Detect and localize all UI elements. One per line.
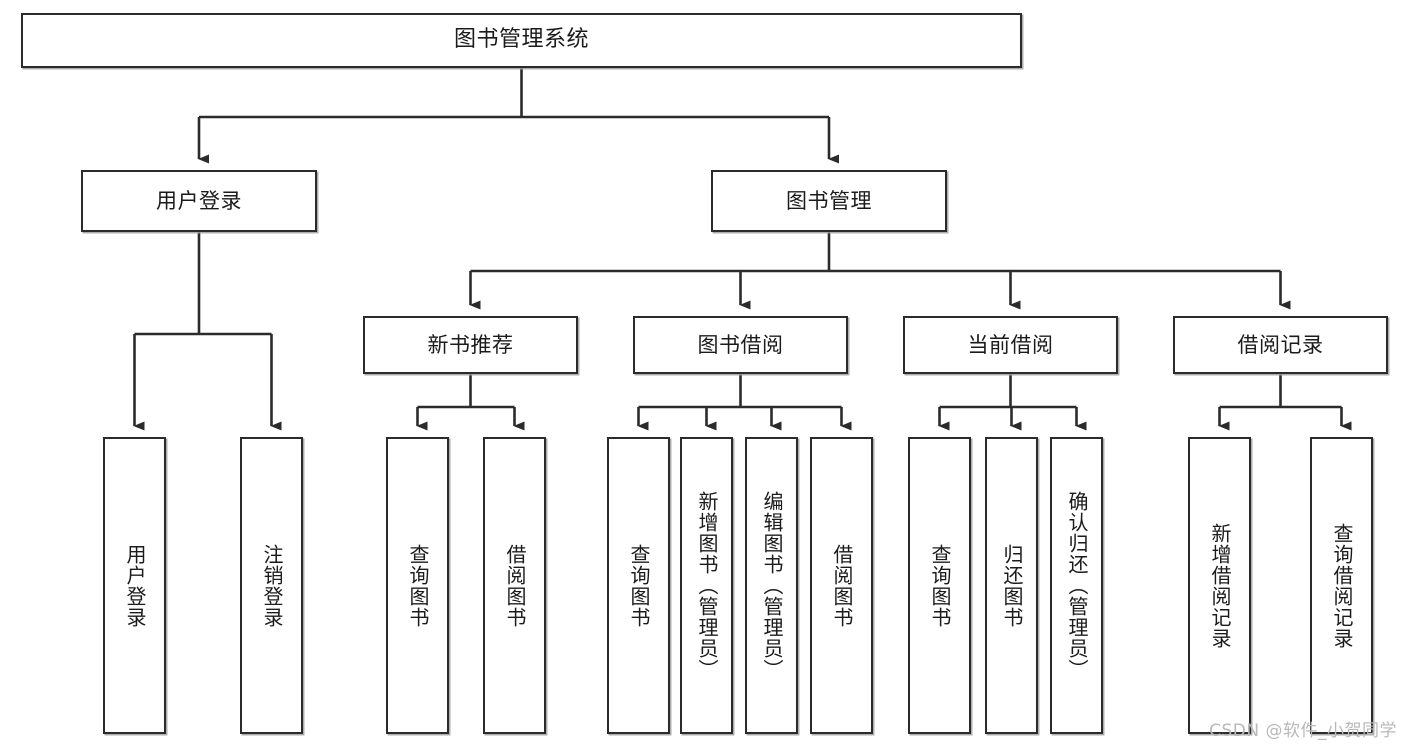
node-label: 查询图书	[406, 543, 430, 628]
node-leaf-query-book-3[interactable]: 查询图书	[908, 437, 971, 734]
node-label: 确认归还（管理员）	[1065, 491, 1089, 680]
node-label: 借阅图书	[503, 543, 527, 628]
node-leaf-borrow-book-1[interactable]: 借阅图书	[483, 437, 546, 734]
node-label: 图书管理系统	[453, 27, 589, 53]
node-label: 查询图书	[627, 543, 651, 628]
node-label: 新书推荐	[427, 332, 514, 357]
node-label: 借阅记录	[1237, 332, 1324, 357]
node-label: 用户登录	[156, 188, 242, 213]
node-label: 查询图书	[928, 543, 952, 628]
watermark-text: CSDN @软件_小贺同学	[1209, 721, 1397, 741]
node-leaf-user-login[interactable]: 用户登录	[103, 437, 166, 734]
node-label: 用户登录	[123, 543, 147, 628]
node-label: 图书借阅	[697, 332, 784, 357]
node-leaf-edit-book[interactable]: 编辑图书（管理员）	[745, 437, 798, 734]
node-leaf-add-book[interactable]: 新增图书（管理员）	[680, 437, 733, 734]
node-new-book-rec[interactable]: 新书推荐	[363, 316, 578, 374]
node-label: 注销登录	[260, 543, 284, 628]
node-borrow-record[interactable]: 借阅记录	[1173, 316, 1388, 374]
node-root[interactable]: 图书管理系统	[21, 13, 1022, 68]
node-label: 图书管理	[786, 188, 872, 213]
node-leaf-query-book-1[interactable]: 查询图书	[386, 437, 449, 734]
node-book-borrow[interactable]: 图书借阅	[633, 316, 848, 374]
node-leaf-confirm-return[interactable]: 确认归还（管理员）	[1050, 437, 1103, 734]
node-label: 编辑图书（管理员）	[760, 491, 784, 680]
node-current-borrow[interactable]: 当前借阅	[903, 316, 1118, 374]
node-leaf-query-book-2[interactable]: 查询图书	[607, 437, 670, 734]
node-book-manage[interactable]: 图书管理	[711, 170, 947, 232]
node-leaf-user-logout[interactable]: 注销登录	[240, 437, 303, 734]
node-user-login[interactable]: 用户登录	[81, 170, 317, 232]
node-label: 新增图书（管理员）	[695, 491, 719, 680]
node-label: 当前借阅	[967, 332, 1054, 357]
node-leaf-query-record[interactable]: 查询借阅记录	[1310, 437, 1373, 734]
node-leaf-borrow-book-2[interactable]: 借阅图书	[810, 437, 873, 734]
node-label: 借阅图书	[830, 543, 854, 628]
node-leaf-return-book[interactable]: 归还图书	[985, 437, 1038, 734]
node-label: 新增借阅记录	[1208, 522, 1232, 649]
node-label: 归还图书	[1000, 543, 1024, 628]
node-leaf-add-record[interactable]: 新增借阅记录	[1188, 437, 1251, 734]
node-label: 查询借阅记录	[1330, 522, 1354, 649]
